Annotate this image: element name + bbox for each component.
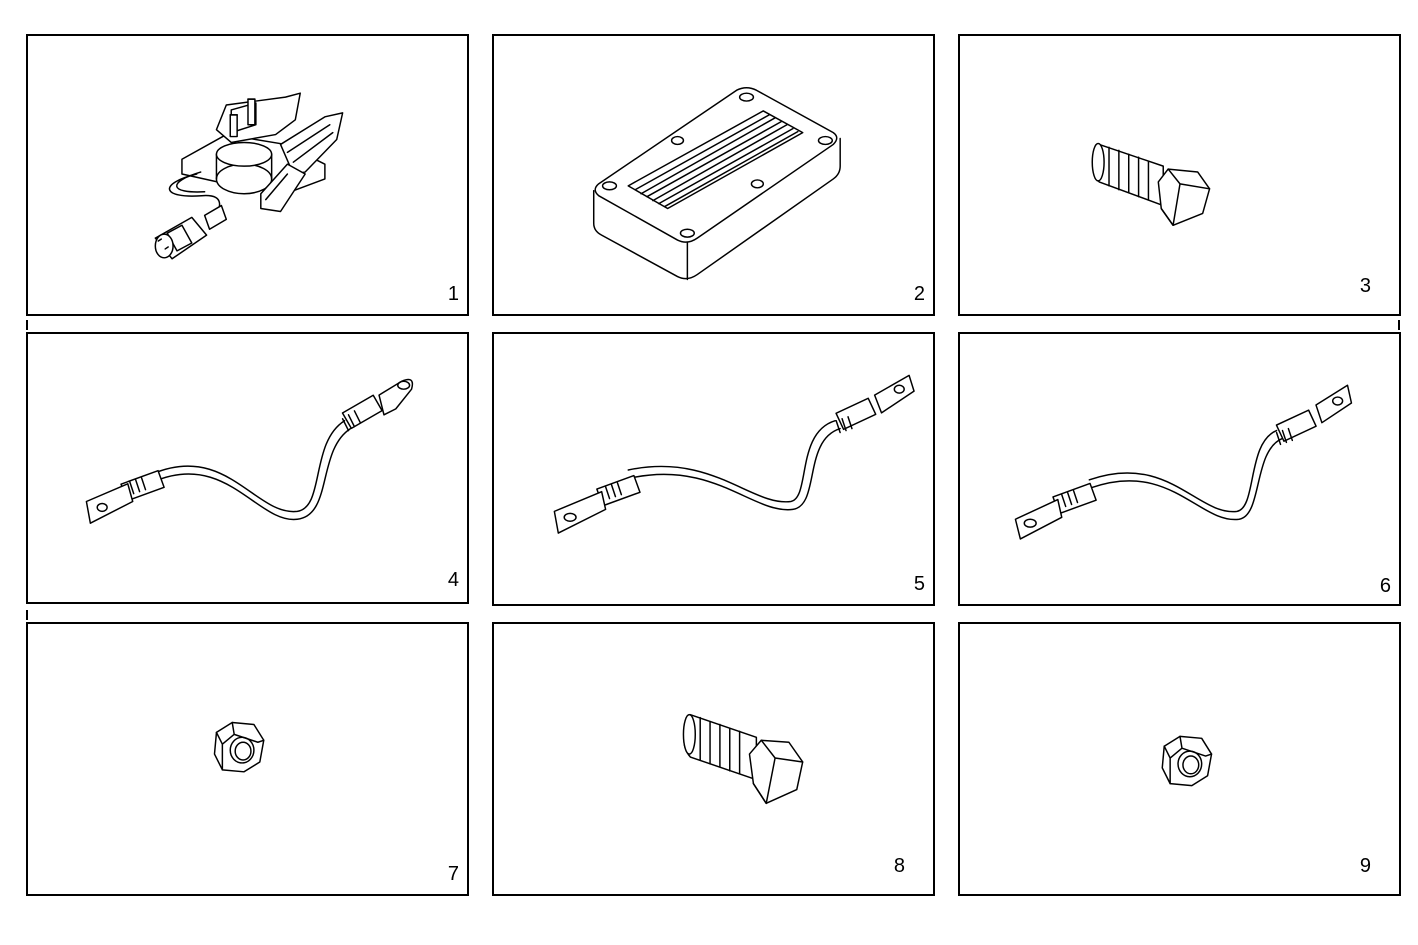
part-panel-6[interactable]: 6 bbox=[958, 332, 1401, 606]
part-panel-1[interactable]: 1 bbox=[26, 34, 469, 316]
divider-tick bbox=[26, 320, 28, 330]
panel-number: 9 bbox=[1359, 855, 1371, 877]
battery-cable-icon bbox=[1014, 384, 1353, 540]
part-panel-5[interactable]: 5 bbox=[492, 332, 935, 606]
part-panel-3[interactable]: 3 bbox=[958, 34, 1401, 316]
hex-bolt-icon bbox=[682, 713, 804, 805]
part-panel-8[interactable]: 8 bbox=[492, 622, 935, 896]
part-panel-4[interactable]: 4 bbox=[26, 332, 469, 604]
part-panel-2[interactable]: 2 bbox=[492, 34, 935, 316]
panel-number: 8 bbox=[893, 855, 905, 877]
panel-number: 1 bbox=[447, 283, 459, 305]
panel-number: 6 bbox=[1379, 575, 1391, 597]
divider-tick bbox=[26, 610, 28, 620]
panel-number: 2 bbox=[913, 283, 925, 305]
battery-cable-icon bbox=[85, 378, 414, 524]
panel-number: 4 bbox=[447, 569, 459, 591]
part-panel-7[interactable]: 7 bbox=[26, 622, 469, 896]
panel-number: 7 bbox=[447, 863, 459, 885]
electronic-module-icon bbox=[592, 87, 841, 281]
hex-bolt-icon bbox=[1091, 142, 1211, 227]
part-panel-9[interactable]: 9 bbox=[958, 622, 1401, 896]
battery-cable-icon bbox=[553, 374, 915, 534]
panel-number: 3 bbox=[1359, 275, 1371, 297]
connector-clip-icon bbox=[154, 92, 344, 260]
panel-number: 5 bbox=[913, 573, 925, 595]
divider-tick bbox=[1398, 320, 1400, 330]
hex-nut-icon bbox=[213, 721, 265, 773]
hex-nut-icon bbox=[1161, 735, 1213, 787]
